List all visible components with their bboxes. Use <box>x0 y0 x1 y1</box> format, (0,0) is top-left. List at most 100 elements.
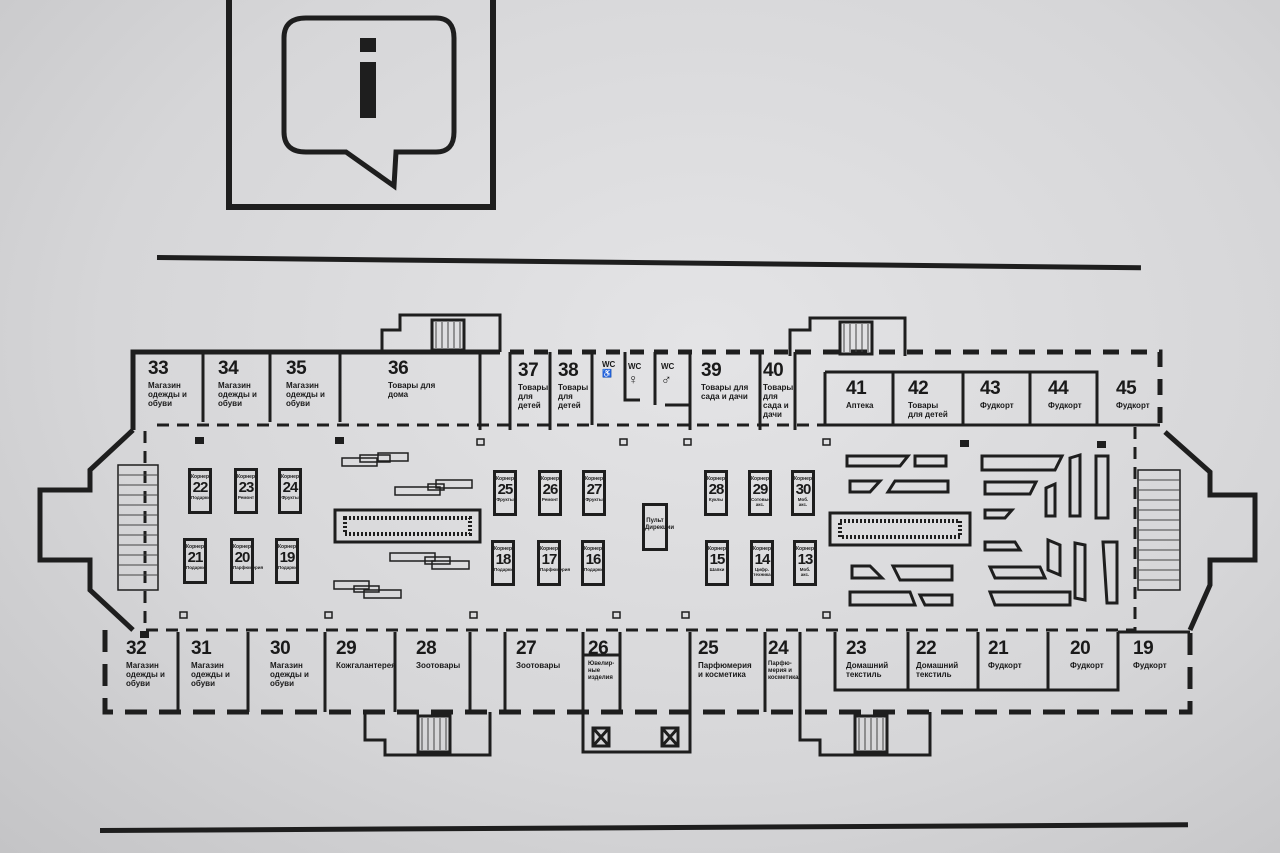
corner-number: 22 <box>192 479 209 496</box>
corner-label: Парфюмерия <box>233 565 264 570</box>
directorate-desk[interactable]: Пульт Дирекции <box>642 503 674 551</box>
corner-number: 17 <box>541 551 558 568</box>
corner-number: 15 <box>709 551 726 568</box>
corner-number: 14 <box>754 551 771 568</box>
corner-word: Корнер <box>281 474 300 480</box>
corner-word: Корнер <box>796 546 815 552</box>
escalator <box>333 508 972 547</box>
corner-number: 27 <box>586 481 603 498</box>
corner-label: Моб. акс. <box>799 567 811 577</box>
corner-word: Корнер <box>794 476 813 482</box>
corner-number: 24 <box>282 479 299 496</box>
corner-word: Корнер <box>540 546 559 552</box>
corner-word: Корнер <box>496 476 515 482</box>
corner-label: Моб. акс. <box>797 497 809 507</box>
corner-number: 18 <box>495 551 512 568</box>
corner-word: Корнер <box>191 474 210 480</box>
corner-word: Корнер <box>707 476 726 482</box>
corner-label: Подарки <box>584 567 604 572</box>
corner-word: Корнер <box>186 544 205 550</box>
wc-female: WC♀ <box>628 362 642 387</box>
corner-word: Корнер <box>237 474 256 480</box>
corner-label: Сотовые акс. <box>751 497 771 507</box>
corner-label: Подарки <box>278 565 298 570</box>
corner-label: Куклы <box>708 497 724 502</box>
corner-word: Корнер <box>708 546 727 552</box>
corner-label: Подарки <box>191 495 211 500</box>
corner-word: Корнер <box>585 476 604 482</box>
corner-number: 19 <box>279 549 296 566</box>
corner-label: Цифр. техника <box>753 567 771 577</box>
corner-word: Корнер <box>541 476 560 482</box>
corner-number: 21 <box>187 549 204 566</box>
corner-number: 13 <box>797 551 814 568</box>
corner-label: Фрукты <box>281 495 299 500</box>
info-sign-frame <box>226 0 496 210</box>
corner-number: 30 <box>795 481 812 498</box>
corner-word: Корнер <box>753 546 772 552</box>
wc-accessible: WC♿ <box>602 360 616 378</box>
corner-word: Корнер <box>751 476 770 482</box>
corner-number: 26 <box>542 481 559 498</box>
wc-male: WC♂ <box>661 362 675 387</box>
corner-label: Шапки <box>709 567 725 572</box>
male-wc-icon: ♂ <box>661 371 672 387</box>
corner-number: 28 <box>708 481 725 498</box>
corner-label: Парфюмерия <box>540 567 571 572</box>
accessible-wc-icon: ♿ <box>602 369 612 378</box>
corner-label: Подарки <box>494 567 514 572</box>
corner-number: 16 <box>585 551 602 568</box>
corner-number: 20 <box>234 549 251 566</box>
corner-label: Фрукты <box>585 497 603 502</box>
corner-number: 29 <box>752 481 769 498</box>
corner-number: 23 <box>238 479 255 496</box>
corner-word: Корнер <box>584 546 603 552</box>
